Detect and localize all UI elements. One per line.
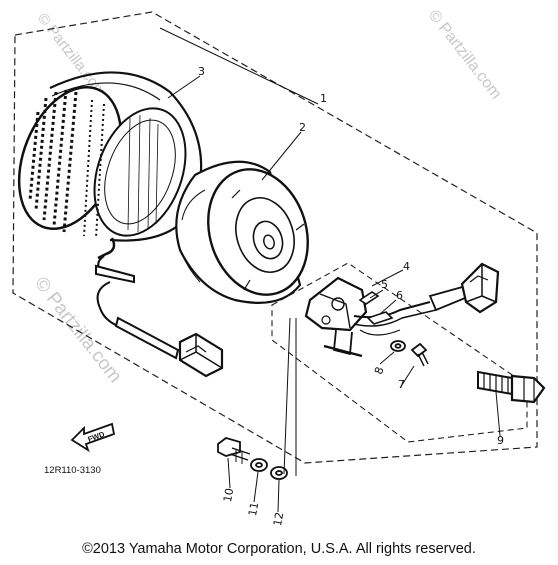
callout-4: 4 [403, 260, 410, 273]
diagram-code: 12R110-3130 [44, 465, 101, 476]
callout-3: 3 [198, 65, 205, 78]
washer-part-12 [270, 466, 288, 480]
pickup-coil-part-4 [304, 262, 500, 358]
fwd-arrow-icon [70, 422, 116, 453]
bolt-part-9 [477, 370, 546, 404]
callout-11: 11 [246, 501, 261, 517]
callout-9: 9 [497, 434, 504, 447]
screw-part-5 [358, 291, 380, 305]
washer-part-11 [250, 458, 268, 472]
callout-10: 10 [221, 487, 236, 503]
watermark-right: © Partzilla.com [425, 7, 505, 102]
watermark-top: © Partzilla.com [34, 10, 110, 100]
callout-8: 8 [372, 365, 387, 376]
stator-ring-part-3 [17, 71, 203, 260]
callout-6: 6 [396, 289, 403, 302]
callout-7: 7 [398, 378, 405, 391]
stator-lead-wire [95, 255, 224, 378]
copyright-notice: ©2013 Yamaha Motor Corporation, U.S.A. A… [82, 541, 476, 557]
assembly-boundary-1 [12, 11, 538, 464]
callout-12: 12 [271, 511, 286, 527]
washer-part-8 [390, 340, 406, 352]
rotor-part-2 [175, 160, 309, 304]
callout-2: 2 [299, 121, 306, 134]
leader-lines [159, 27, 501, 513]
screw-part-10 [217, 437, 251, 464]
callout-5: 5 [381, 278, 388, 291]
callout-1: 1 [320, 92, 327, 105]
screw-part-7 [410, 342, 429, 367]
